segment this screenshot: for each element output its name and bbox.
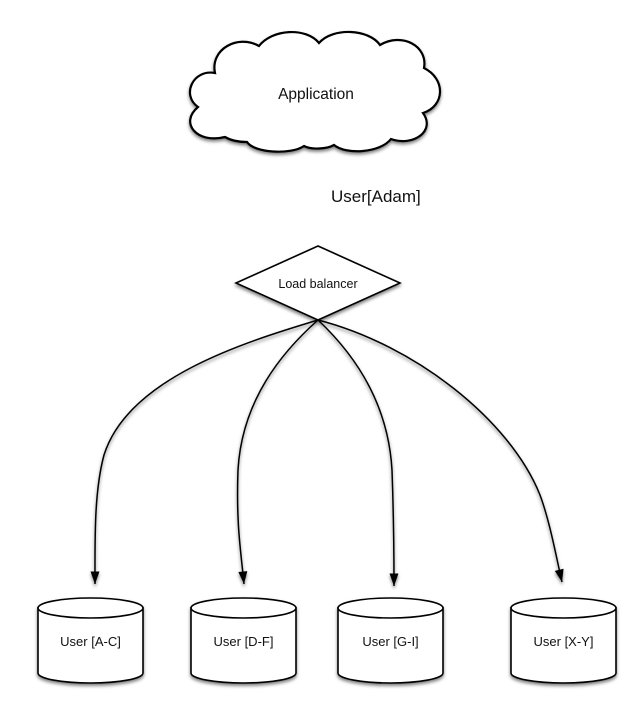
application-node: Application xyxy=(188,30,441,153)
shard-label-x-y: User [X-Y] xyxy=(534,634,594,649)
shard-label-g-i: User [G-I] xyxy=(362,634,418,649)
shard-node-g-i: User [G-I] xyxy=(337,597,444,684)
connector-to-shard-g-i xyxy=(317,319,399,587)
shard-connectors xyxy=(90,319,564,587)
cylinder-icon xyxy=(337,607,444,684)
cylinder-icon xyxy=(37,607,144,684)
connector-to-shard-d-f xyxy=(236,319,319,585)
shard-label-a-c: User [A-C] xyxy=(60,634,121,649)
connector-to-shard-a-c xyxy=(90,319,319,585)
shard-node-a-c: User [A-C] xyxy=(37,597,144,684)
application-label: Application xyxy=(278,86,354,103)
shard-node-x-y: User [X-Y] xyxy=(510,597,617,684)
cylinder-top xyxy=(190,597,297,619)
shard-label-d-f: User [D-F] xyxy=(214,634,274,649)
cylinder-icon xyxy=(510,607,617,684)
cylinder-top xyxy=(337,597,444,619)
connector-to-shard-x-y xyxy=(317,319,564,583)
cylinder-icon xyxy=(190,607,297,684)
load-balancer-label: Load balancer xyxy=(278,277,357,291)
shard-node-d-f: User [D-F] xyxy=(190,597,297,684)
edge-app-to-lb-label: User[Adam] xyxy=(331,187,421,206)
load-balancer-node: Load balancer xyxy=(234,245,402,321)
cloud-icon xyxy=(188,30,441,153)
cylinder-top xyxy=(37,597,144,619)
cylinder-top xyxy=(510,597,617,619)
